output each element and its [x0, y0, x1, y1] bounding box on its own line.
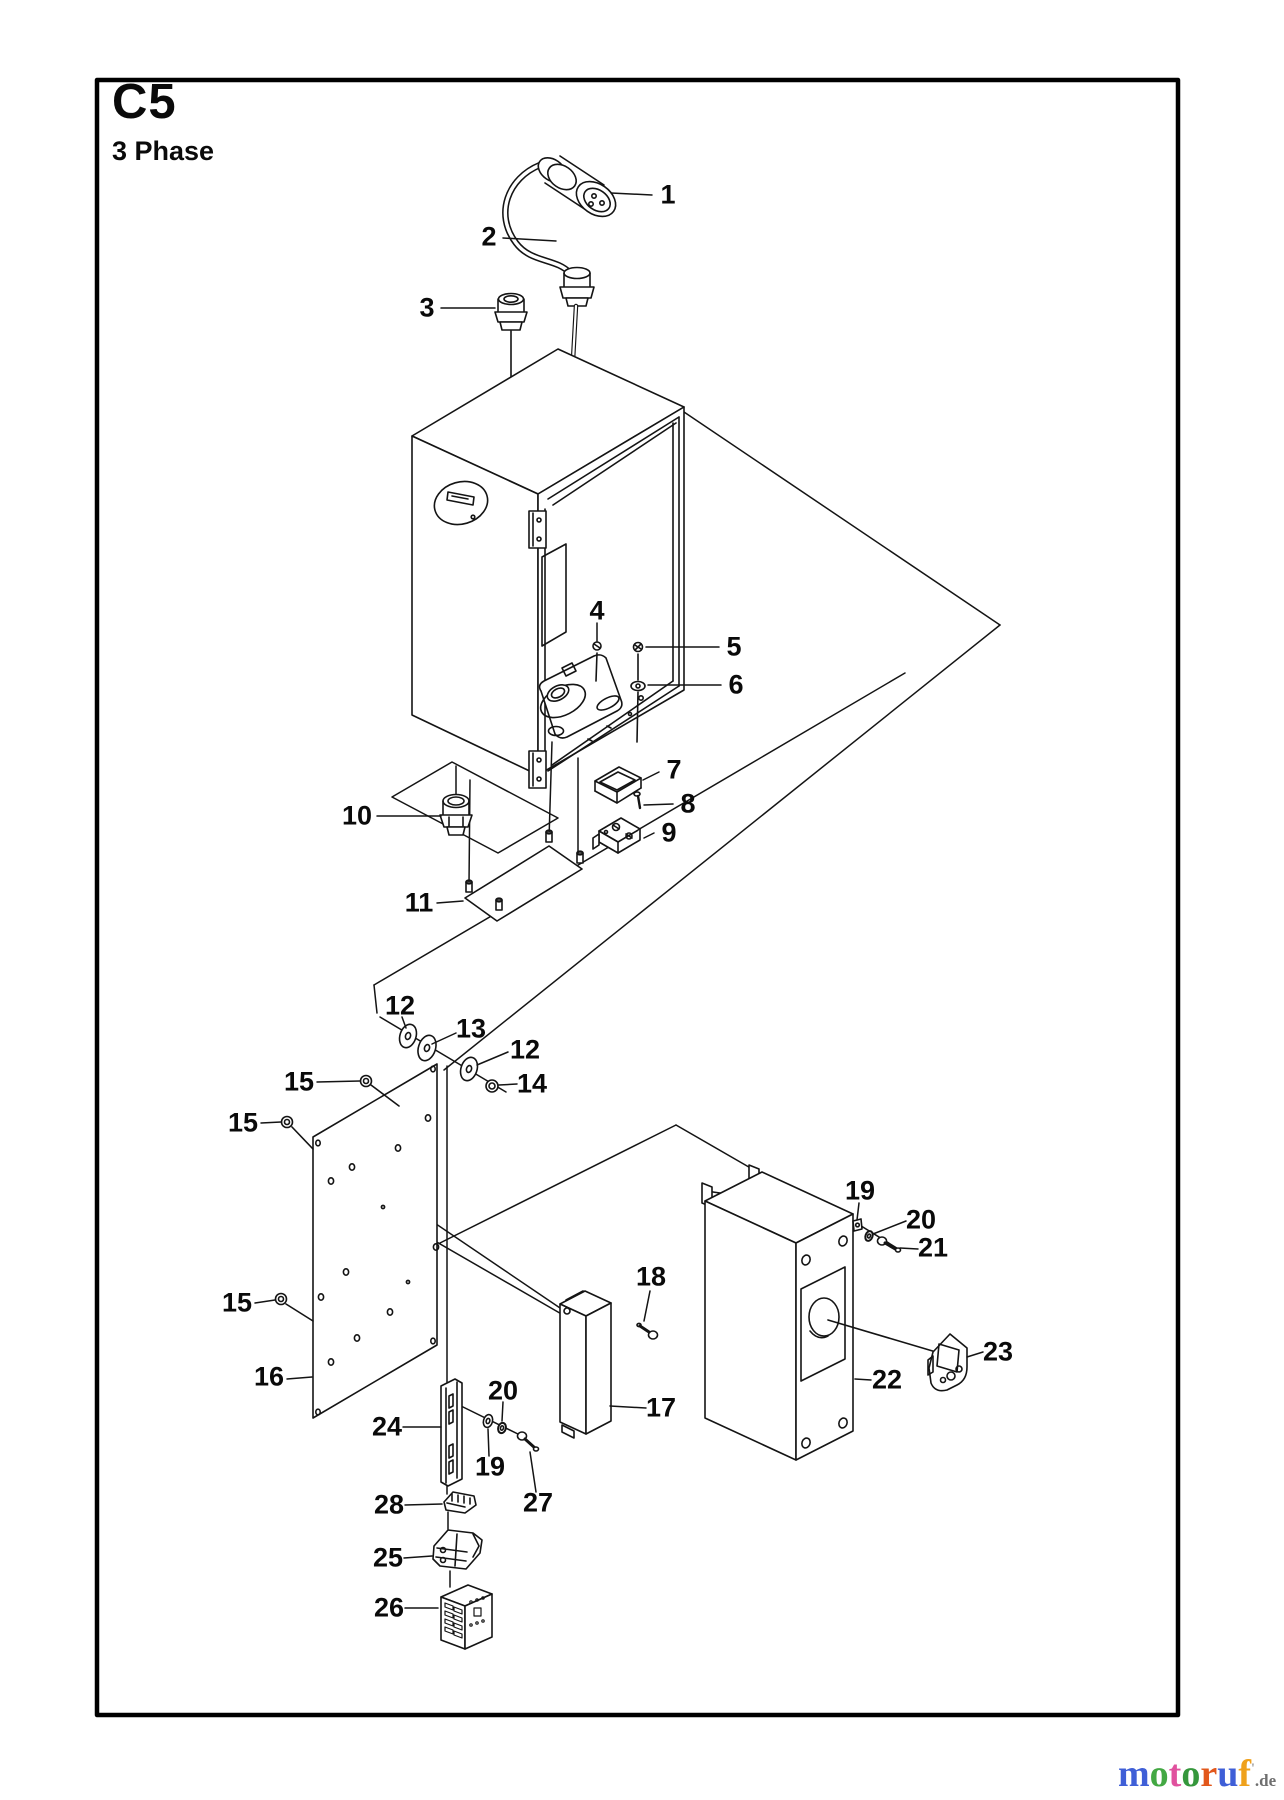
callout-15b: 15 — [227, 1107, 259, 1138]
brand-emblem — [433, 480, 489, 526]
part-10-gland — [439, 793, 473, 836]
callout-15a: 15 — [283, 1066, 315, 1097]
part-7-cover — [594, 766, 642, 804]
callout-11: 11 — [404, 887, 434, 918]
callout-24: 24 — [371, 1411, 403, 1442]
callout-22: 22 — [871, 1364, 903, 1395]
watermark-letter: r — [1200, 1753, 1218, 1795]
part-9-switch — [592, 817, 641, 854]
watermark-letter: u — [1217, 1753, 1239, 1795]
callout-10: 10 — [341, 800, 373, 831]
power-plug — [537, 155, 617, 218]
power-cable — [502, 161, 574, 277]
callout-8: 8 — [680, 788, 696, 819]
callout-19b: 19 — [474, 1451, 506, 1482]
callout-25: 25 — [372, 1542, 404, 1573]
cable-gland-2 — [559, 266, 595, 369]
washer-stack-12-13-14 — [398, 1023, 499, 1093]
watermark-suffix: .de — [1254, 1771, 1277, 1790]
callout-20b: 20 — [487, 1375, 519, 1406]
title-block: C5 3 Phase — [112, 78, 214, 167]
callout-19a: 19 — [844, 1175, 876, 1206]
hinge-lower — [528, 750, 547, 789]
washer-19-left — [482, 1413, 494, 1429]
callout-18: 18 — [635, 1261, 667, 1292]
callout-26: 26 — [373, 1592, 405, 1623]
fasteners-19-20-21 — [852, 1218, 902, 1253]
part-26-terminal-block — [440, 1584, 493, 1650]
callout-2: 2 — [481, 221, 497, 252]
screw-27 — [516, 1431, 540, 1452]
watermark-letter: o — [1149, 1753, 1169, 1795]
page-title: C5 — [112, 75, 177, 129]
callout-17: 17 — [645, 1392, 677, 1423]
callout-4: 4 — [589, 595, 605, 626]
frame-border — [94, 77, 1181, 1718]
watermark-letter: o — [1181, 1753, 1201, 1795]
callout-27: 27 — [522, 1487, 554, 1518]
watermark-mark: ' — [1250, 1761, 1255, 1777]
washer-6 — [630, 680, 646, 743]
watermark-logo: motoruf'.de — [1118, 1752, 1276, 1796]
part-18-screw — [636, 1322, 659, 1340]
callout-13: 13 — [455, 1013, 487, 1044]
watermark-letter: t — [1168, 1753, 1182, 1795]
part-23-latch — [927, 1333, 968, 1392]
callout-21: 21 — [917, 1232, 949, 1263]
callout-12a: 12 — [384, 990, 416, 1021]
washer-20-left — [497, 1421, 507, 1435]
panel-holes — [314, 1065, 440, 1416]
part-28-clamp — [443, 1491, 477, 1514]
watermark-letter: f — [1238, 1753, 1251, 1795]
callout-9: 9 — [661, 817, 677, 848]
din-rail-24 — [440, 1378, 463, 1487]
callout-16: 16 — [253, 1361, 285, 1392]
watermark-letter: m — [1118, 1753, 1150, 1795]
part-25-din-module — [432, 1529, 483, 1570]
mounting-panel-16 — [312, 1063, 440, 1419]
enclosure-box — [411, 348, 685, 789]
callout-7: 7 — [666, 754, 682, 785]
callout-23: 23 — [982, 1336, 1014, 1367]
callout-6: 6 — [728, 669, 744, 700]
callout-5: 5 — [726, 631, 742, 662]
callout-3: 3 — [419, 292, 435, 323]
part-17-capacitor — [559, 1290, 612, 1439]
hinge-upper — [528, 510, 547, 549]
part-22-cover-box — [701, 1164, 937, 1461]
bottom-plate-11 — [464, 829, 584, 922]
callout-1: 1 — [660, 179, 676, 210]
screw-4 — [592, 641, 602, 682]
leader-lines — [254, 192, 984, 1609]
part-8-screw — [633, 791, 642, 810]
nuts-15 — [274, 1074, 400, 1322]
callout-14: 14 — [516, 1068, 548, 1099]
callout-28: 28 — [373, 1489, 405, 1520]
callout-12b: 12 — [509, 1034, 541, 1065]
floor-gland-plate — [538, 654, 644, 742]
plate-studs — [465, 829, 584, 911]
screw-5 — [632, 641, 644, 681]
callout-15c: 15 — [221, 1287, 253, 1318]
callout-20a: 20 — [905, 1204, 937, 1235]
page-subtitle: 3 Phase — [112, 136, 215, 166]
